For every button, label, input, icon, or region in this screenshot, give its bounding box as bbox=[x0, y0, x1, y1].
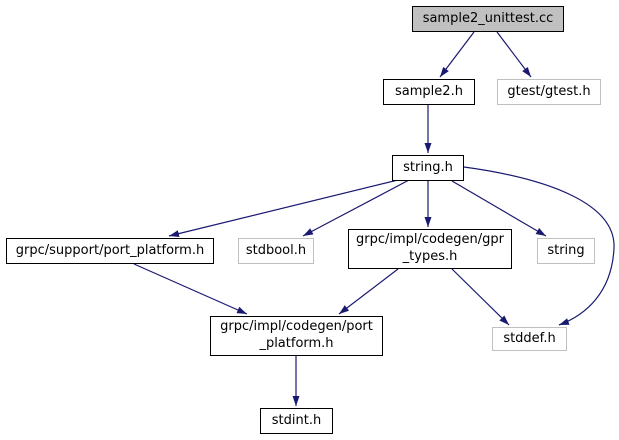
node-grpc-support-port-platform-h[interactable]: grpc/support/port_platform.h bbox=[6, 238, 214, 264]
edge-string-h-to-grpc-support-port-platform-h bbox=[168, 179, 399, 238]
node-sample2-h[interactable]: sample2.h bbox=[383, 79, 475, 105]
node-gtest-gtest-h: gtest/gtest.h bbox=[497, 79, 601, 105]
node-sample2-unittest-cc: sample2_unittest.cc bbox=[412, 6, 564, 32]
node-grpc-impl-codegen-gpr-types-h[interactable]: grpc/impl/codegen/gpr _types.h bbox=[348, 229, 512, 269]
node-label: string.h bbox=[403, 159, 453, 175]
edge-grpc-impl-codegen-gpr-types-h-to-grpc-impl-codegen-port-platform-h bbox=[338, 268, 399, 315]
node-label: sample2.h bbox=[395, 83, 463, 99]
node-label: grpc/impl/codegen/gpr _types.h bbox=[356, 232, 504, 264]
node-label: string bbox=[547, 242, 585, 258]
node-label: sample2_unittest.cc bbox=[422, 10, 554, 26]
edge-string-h-to-stdbool-h bbox=[302, 179, 410, 237]
node-label: grpc/impl/codegen/port _platform.h bbox=[220, 319, 373, 351]
edge-grpc-support-port-platform-h-to-grpc-impl-codegen-port-platform-h bbox=[133, 263, 248, 315]
node-stdint-h[interactable]: stdint.h bbox=[260, 408, 333, 434]
node-string-h[interactable]: string.h bbox=[392, 155, 464, 181]
edge-sample2-unittest-cc-to-sample2-h bbox=[439, 31, 475, 78]
node-label: stddef.h bbox=[503, 330, 556, 346]
node-stddef-h: stddef.h bbox=[492, 327, 567, 351]
edge-sample2-unittest-cc-to-gtest-gtest-h bbox=[496, 31, 532, 78]
edge-grpc-impl-codegen-gpr-types-h-to-stddef-h bbox=[451, 268, 510, 326]
node-label: stdint.h bbox=[271, 412, 322, 428]
node-label: grpc/support/port_platform.h bbox=[15, 242, 205, 258]
node-label: gtest/gtest.h bbox=[507, 83, 591, 99]
node-label: stdbool.h bbox=[245, 242, 307, 258]
edge-string-h-to-stddef-h bbox=[463, 166, 615, 326]
node-grpc-impl-codegen-port-platform-h[interactable]: grpc/impl/codegen/port _platform.h bbox=[210, 316, 383, 356]
node-stdbool-h: stdbool.h bbox=[238, 238, 314, 264]
node-string: string bbox=[537, 238, 595, 264]
edge-group bbox=[133, 31, 615, 406]
edge-string-h-to-string bbox=[451, 180, 547, 237]
